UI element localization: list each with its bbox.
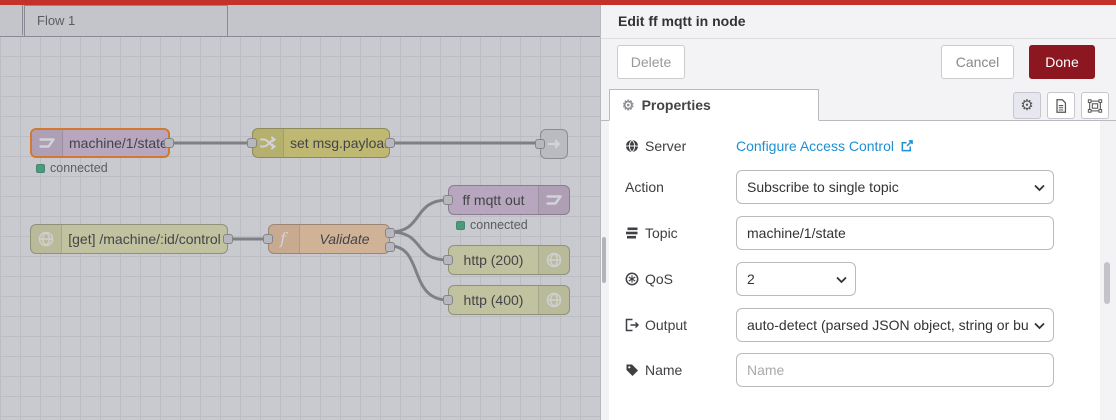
action-label: Action (625, 179, 664, 195)
wire-function-http200[interactable] (388, 230, 450, 262)
edit-panel-title: Edit ff mqtt in node (618, 13, 746, 29)
qos-label: QoS (625, 262, 673, 296)
chevron-down-icon (1034, 184, 1045, 192)
chevron-down-icon (1034, 322, 1045, 330)
cancel-button[interactable]: Cancel (941, 45, 1014, 79)
appearance-button[interactable] (1081, 92, 1109, 119)
topic-input[interactable] (736, 216, 1054, 250)
globe-icon (538, 286, 569, 314)
edit-tab-bar (601, 89, 1116, 121)
name-label: Name (625, 353, 682, 387)
svg-text:f: f (279, 230, 289, 248)
panel-scrollbar[interactable] (1104, 262, 1110, 304)
qos-select[interactable]: 2 (736, 262, 856, 296)
node-label: machine/1/state (69, 135, 168, 151)
globe-icon (31, 225, 62, 253)
properties-tab-label: Properties (641, 97, 711, 113)
topic-label: Topic (625, 216, 678, 250)
tab-stub (0, 5, 23, 35)
wires-layer (168, 141, 542, 302)
status-text: connected (50, 161, 108, 175)
file-icon (1056, 98, 1067, 113)
node-http-response-400[interactable]: http (400) (443, 285, 570, 315)
node-status-mqtt-in: connected (36, 161, 108, 175)
globe-icon (626, 139, 638, 153)
node-change[interactable]: set msg.payload (247, 128, 395, 158)
status-text: connected (470, 218, 528, 232)
properties-form: Server Configure Access Control Action S… (609, 121, 1100, 420)
node-label: ff mqtt out (462, 192, 525, 208)
chevron-down-icon (836, 276, 847, 284)
flow-tab-bar: Flow 1 (0, 5, 600, 37)
properties-view-button[interactable]: ⚙ (1013, 92, 1041, 119)
shuffle-icon (253, 129, 284, 157)
node-port[interactable] (263, 234, 273, 244)
node-port[interactable] (385, 242, 395, 252)
tag-icon (626, 364, 638, 376)
object-group-icon (1087, 98, 1103, 113)
status-dot (36, 163, 45, 173)
node-port[interactable] (164, 138, 174, 148)
node-port[interactable] (443, 255, 453, 265)
description-button[interactable] (1047, 92, 1075, 119)
link-out-arrow-icon (541, 130, 569, 158)
node-link-out[interactable] (535, 129, 569, 159)
node-label: http (200) (463, 252, 524, 268)
done-button[interactable]: Done (1029, 45, 1095, 79)
tasks-icon (626, 227, 638, 239)
node-http-in[interactable]: [get] /machine/:id/control (30, 224, 233, 254)
gear-icon: ⚙ (622, 97, 635, 113)
node-port[interactable] (443, 295, 453, 305)
node-label: set msg.payload (290, 135, 392, 151)
tab-properties[interactable]: ⚙ Properties (609, 89, 819, 121)
node-port[interactable] (385, 138, 395, 148)
output-select[interactable]: auto-detect (parsed JSON object, string … (736, 308, 1054, 342)
node-port[interactable] (535, 139, 545, 149)
mqtt-bridge-icon (538, 186, 569, 214)
globe-icon (538, 246, 569, 274)
edit-panel-header: Edit ff mqtt in node (601, 5, 1116, 39)
node-port[interactable] (223, 234, 233, 244)
delete-button[interactable]: Delete (617, 45, 685, 79)
status-dot (456, 220, 465, 230)
edit-node-panel: Edit ff mqtt in node Delete Cancel Done … (600, 5, 1116, 420)
node-label: Validate (319, 231, 370, 247)
node-port[interactable] (443, 195, 453, 205)
node-mqtt-in[interactable]: machine/1/state (30, 128, 174, 158)
wire-function-http400[interactable] (388, 244, 450, 302)
node-port[interactable] (385, 228, 395, 238)
function-icon: f (269, 225, 300, 253)
server-label: Server (625, 129, 686, 163)
node-mqtt-out[interactable]: ff mqtt out (443, 185, 570, 215)
external-link-icon (901, 139, 913, 151)
panel-resize-grip[interactable] (602, 237, 606, 283)
flow-tab-label: Flow 1 (37, 13, 76, 28)
action-select[interactable]: Subscribe to single topic (736, 170, 1054, 204)
sign-out-icon (625, 318, 639, 332)
configure-access-control-link[interactable]: Configure Access Control (736, 129, 913, 163)
node-label: [get] /machine/:id/control (68, 231, 221, 247)
name-input[interactable] (736, 353, 1054, 387)
qos-icon (625, 272, 639, 286)
gear-icon: ⚙ (1020, 97, 1034, 114)
node-function-validate[interactable]: f Validate (263, 224, 395, 254)
node-http-response-200[interactable]: http (200) (443, 245, 570, 275)
output-label: Output (625, 308, 687, 342)
node-status-mqtt-out: connected (456, 218, 528, 232)
flow-canvas[interactable]: Flow 1 machine/1/state connected (0, 5, 600, 420)
mqtt-bridge-icon (32, 130, 63, 156)
tab-flow-1[interactable]: Flow 1 (24, 5, 228, 36)
top-red-bar (0, 0, 1116, 5)
node-port[interactable] (247, 138, 257, 148)
node-label: http (400) (463, 292, 524, 308)
wire-function-mqttout[interactable] (388, 198, 450, 234)
